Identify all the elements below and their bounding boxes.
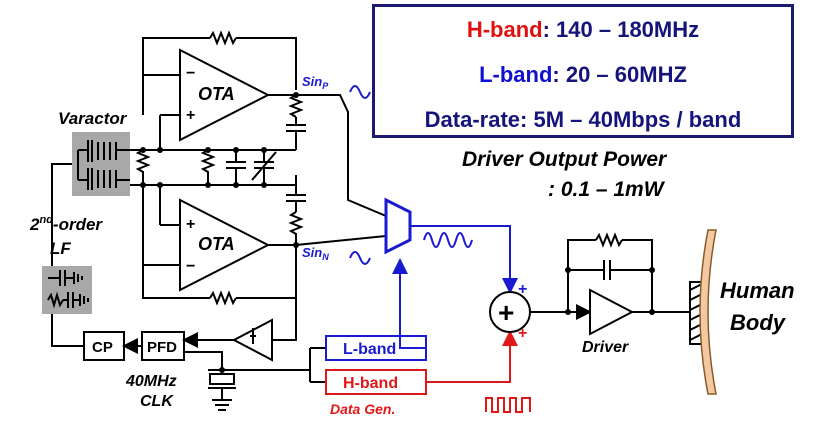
oscillator-core [130, 30, 306, 306]
driver-power-line2: : 0.1 – 1mW [548, 178, 666, 201]
spec-hband-value: : 140 – 180MHz [542, 17, 700, 42]
spec-lband-label: L-band [479, 62, 553, 87]
spec-hband: H-band: 140 – 180MHz [375, 17, 791, 43]
cp-label: CP [92, 339, 113, 356]
lf-label: LF [50, 239, 71, 258]
clk-freq-label: 40MHz [125, 373, 177, 390]
sin-n-label: Sin [302, 245, 322, 260]
svg-text:2nd-order: 2nd-order [29, 214, 103, 234]
resistor-driver [595, 232, 623, 248]
resistor-bottom [209, 290, 237, 306]
summer-plus-blue: + [518, 281, 527, 298]
human-label: Human [720, 278, 795, 303]
lband-block [325, 335, 427, 361]
sin-p-label: Sin [302, 74, 322, 89]
data-pulse-icon [485, 397, 531, 413]
resistor-mid-left [135, 149, 151, 185]
crystal [209, 373, 235, 385]
resistor-mid [200, 149, 216, 185]
human-body [699, 229, 717, 395]
sin-p-wave-icon [349, 85, 371, 99]
sin-n-wave-icon [349, 251, 371, 265]
svg-text:SinN: SinN [302, 245, 329, 262]
ota-top [179, 48, 271, 142]
spec-lband-value: : 20 – 60MHZ [552, 62, 687, 87]
body-label: Body [730, 310, 787, 335]
spec-lband: L-band: 20 – 60MHZ [375, 62, 791, 88]
data-gen-label: Data Gen. [330, 401, 395, 417]
varactor-block [72, 132, 130, 196]
ota-top-plus: + [186, 107, 195, 124]
ota-top-minus: − [186, 65, 195, 82]
driver-label: Driver [582, 339, 629, 356]
pfd-label: PFD [147, 339, 177, 356]
resistor-top [209, 30, 237, 46]
mux [384, 197, 412, 255]
lband-block-label: L-band [343, 341, 396, 358]
spec-box: H-band: 140 – 180MHz L-band: 20 – 60MHZ … [372, 4, 794, 138]
lf-order-num: 2 [29, 215, 40, 234]
lf-order-rest: -order [53, 215, 104, 234]
ota-top-label: OTA [198, 84, 235, 104]
resistor-top-out [288, 94, 304, 118]
spec-datarate: Data-rate: 5M – 40Mbps / band [424, 107, 742, 132]
summer-plus: + [498, 297, 514, 328]
lf-order-sup: nd [39, 214, 53, 226]
resistor-bottom-out [288, 211, 304, 235]
junction-dots [140, 92, 299, 248]
ota-bottom-label: OTA [198, 234, 235, 254]
svg-text:SinP: SinP [302, 74, 329, 91]
summer-plus-red: + [518, 325, 527, 342]
ota-bottom [179, 198, 271, 292]
driver-triangle [589, 288, 635, 336]
spec-hband-label: H-band [466, 17, 543, 42]
sine-output-icon [423, 232, 473, 248]
hband-block-label: H-band [343, 375, 398, 392]
ota-bottom-minus: − [186, 258, 195, 275]
clk-label: CLK [140, 393, 174, 410]
driver-power-line1: Driver Output Power [462, 148, 668, 171]
hband-block [325, 369, 427, 395]
ota-bottom-plus: + [186, 216, 195, 233]
varactor-label: Varactor [58, 109, 128, 128]
